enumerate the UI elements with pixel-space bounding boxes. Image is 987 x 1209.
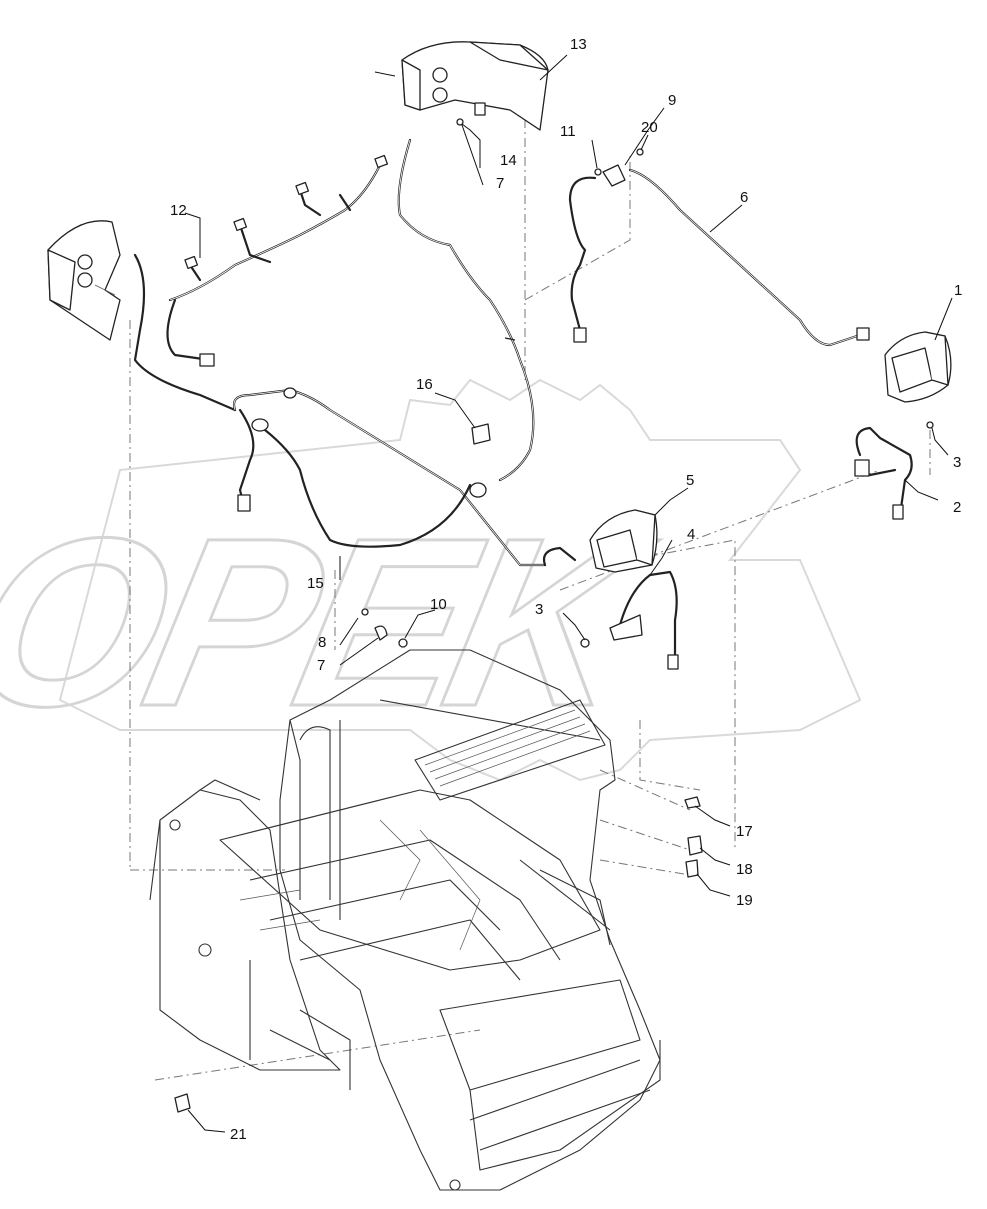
callout-12: 12 [170,202,187,219]
wiring-harness-12 [133,154,389,412]
callout-20: 20 [641,119,658,136]
rear-light-bracket-top [374,41,549,131]
lamp-bracket-4 [580,570,679,670]
callout-5: 5 [686,472,694,489]
loader-frame [149,649,661,1191]
callout-21: 21 [230,1126,247,1143]
work-lamp-5 [542,509,658,573]
work-lamp-1 [884,331,952,403]
callout-7: 7 [317,657,325,674]
callout-18: 18 [736,861,753,878]
callout-8: 8 [318,634,326,651]
wiring-harness-15 [232,387,547,567]
callout-3: 3 [953,454,961,471]
callout-19: 19 [736,892,753,909]
callout-15: 15 [307,575,324,592]
rear-light-bracket-left [47,220,121,341]
wiring-harness-main [397,138,535,482]
alignment-lines [129,100,931,1081]
callout-10: 10 [430,596,447,613]
callout-1: 1 [954,282,962,299]
callout-11: 11 [560,123,576,140]
small-parts [174,423,703,1113]
callout-17: 17 [736,823,753,840]
callout-13: 13 [570,36,587,53]
callout-4: 4 [687,526,695,543]
callout-9: 9 [668,92,676,109]
callout-14: 14 [500,152,517,169]
wiring-harness-6 [568,148,870,347]
leader-lines [184,54,953,1133]
watermark: OPEK [0,378,862,782]
callout-labels: 1 2 3 3 4 5 6 7 7 8 9 10 11 12 13 14 15 … [170,36,962,1143]
callout-16: 16 [416,376,433,393]
watermark-text: OPEK [0,488,671,756]
callout-3: 3 [535,601,543,618]
lamp-bracket-2 [854,421,934,520]
callout-2: 2 [953,499,961,516]
watermark-gear [58,378,862,782]
callout-6: 6 [740,189,748,206]
callout-7: 7 [496,175,504,192]
